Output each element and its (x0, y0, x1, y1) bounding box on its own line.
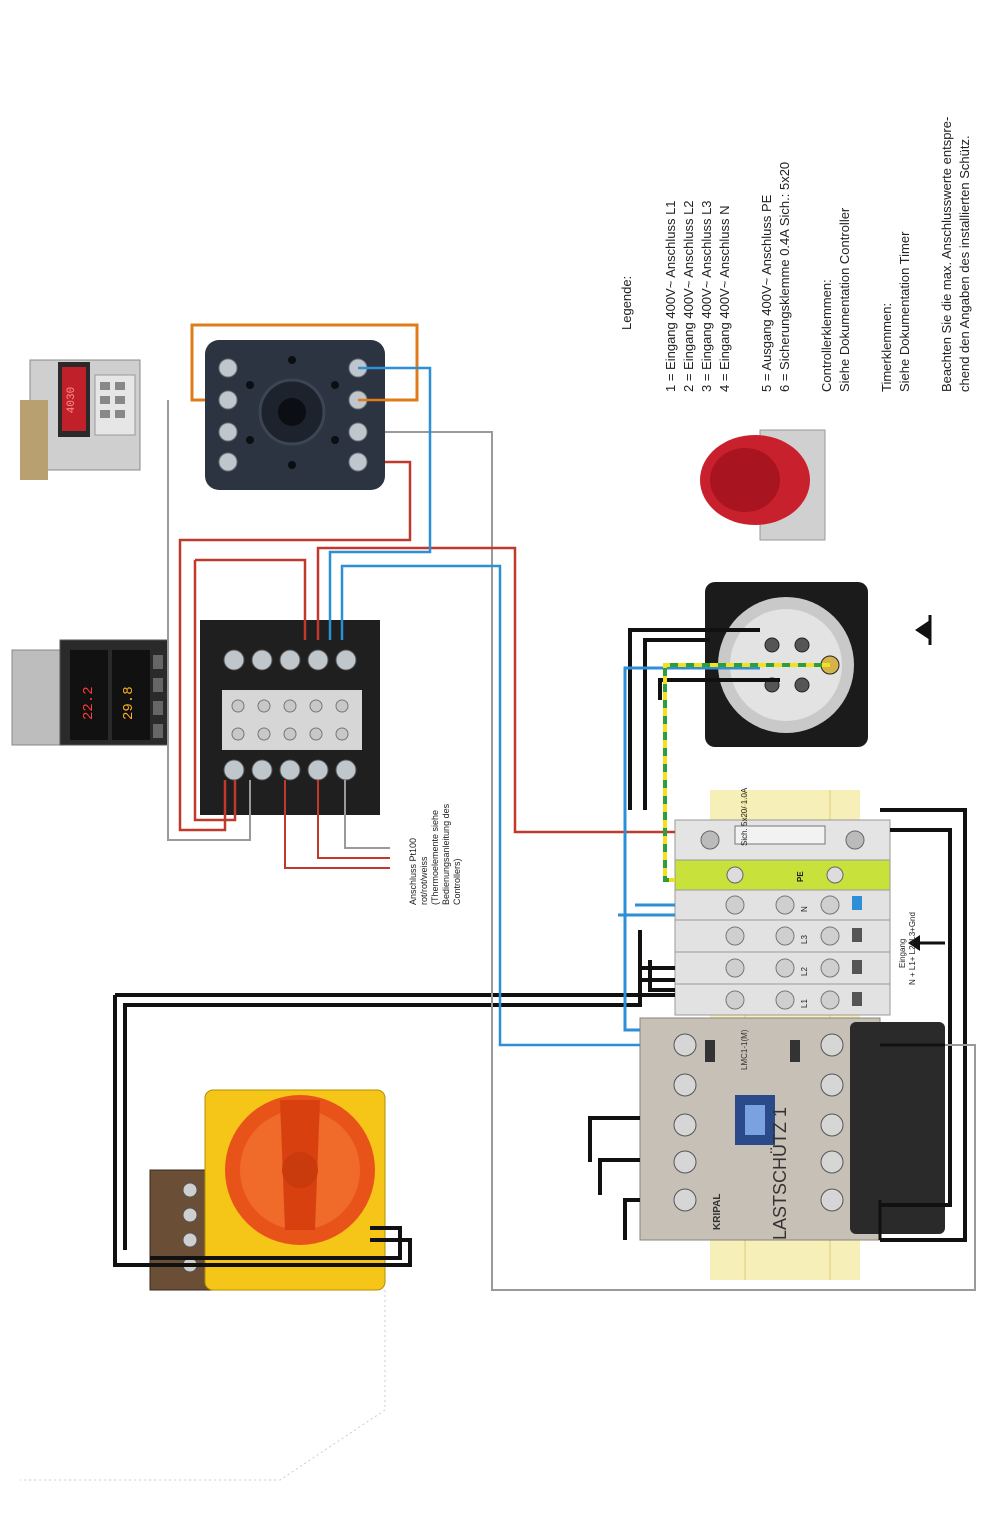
pt100-label-4: Bedienungsanleitung des (441, 803, 451, 905)
terminal-row (674, 819, 891, 1016)
controller-terminals-text: Siehe Dokumentation Controller (837, 207, 852, 392)
controller-terminal-block (200, 620, 380, 815)
legend-item-5: 5 = Ausgang 400V~ Anschluss PE (759, 194, 774, 392)
input-label-1: Eingang (898, 938, 907, 968)
arrow-icon-input (908, 935, 945, 951)
controller-terminals-title: Controllerklemmen: (819, 279, 834, 392)
contactor-model: LMC1-1(M) (740, 1029, 749, 1070)
wire-black-6 (598, 1158, 640, 1195)
wire-red-2 (193, 560, 237, 822)
terminal-l2-label: L2 (800, 967, 809, 976)
wire-black-7 (623, 1198, 640, 1240)
pt100-label-3: (Thermoelemente siehe (430, 809, 440, 905)
note-line-1: Beachten Sie die max. Anschlusswerte ent… (939, 116, 954, 392)
contactor-brand: KRIPAL (712, 1193, 723, 1230)
pt100-label-5: Controllers) (452, 858, 462, 905)
wire-grey-1 (167, 400, 251, 841)
wire-red-1 (178, 460, 412, 832)
contactor (639, 1017, 945, 1241)
wire-black-11 (880, 828, 952, 1207)
wire-red-3 (316, 546, 675, 834)
legend-item-3: 3 = Eingang 400V~ Anschluss L3 (699, 200, 714, 392)
legend-title: Legende: (619, 275, 634, 330)
legend-item-1: 1 = Eingang 400V~ Anschluss L1 (663, 200, 678, 392)
terminal-l3-label: L3 (800, 935, 809, 944)
terminal-n-label: N (800, 906, 809, 912)
timer-device: 4030 (20, 359, 141, 480)
timer-terminals-text: Siehe Dokumentation Timer (897, 231, 912, 392)
note-line-2: chend den Angaben des installierten Schü… (957, 135, 972, 392)
pt100-label-2: rot/rot/weiss (419, 856, 429, 905)
arrow-icon-socket (915, 615, 932, 645)
controller-device: 22.2 29.8 (11, 639, 169, 746)
input-label-2: N + L1+ L2+L3+Gnd (908, 912, 917, 985)
wire-black-9 (648, 960, 675, 992)
pe-label: PE (796, 871, 805, 882)
legend-item-2: 2 = Eingang 400V~ Anschluss L2 (681, 200, 696, 392)
wire-blue-3 (623, 666, 760, 1032)
dotted-guide-line (20, 1290, 386, 1481)
cee-plug (700, 429, 826, 541)
main-switch (149, 1089, 386, 1291)
wire-black-4 (150, 1226, 402, 1260)
legend-item-6: 6 = Sicherungsklemme 0.4A Sich.: 5x20 (777, 161, 792, 392)
wire-black-10 (880, 808, 967, 1242)
wire-grey-2 (385, 431, 976, 1291)
timer-socket (190, 323, 419, 490)
wire-blue-1 (328, 366, 432, 640)
wire-black-12 (628, 628, 760, 810)
controller-display-bottom: 29.8 (121, 686, 137, 720)
terminal-l1-label: L1 (800, 999, 809, 1008)
legend-item-4: 4 = Eingang 400V~ Anschluss N (717, 205, 732, 392)
timer-terminals-title: Timerklemmen: (879, 302, 894, 392)
wire-black-5 (588, 1116, 640, 1162)
contactor-title: LASTSCHÜTZ 1 (770, 1106, 790, 1240)
timer-display: 4030 (66, 387, 78, 413)
wires (113, 366, 976, 1291)
controller-display-top: 22.2 (81, 686, 97, 720)
wire-black-8 (638, 930, 675, 982)
wire-blue-2 (340, 564, 640, 1047)
wire-black-1 (113, 995, 412, 1267)
fuse-label: Sich. 5x20/ 1.0A (740, 787, 749, 846)
pt100-label-1: Anschluss Pt100 (408, 837, 418, 905)
